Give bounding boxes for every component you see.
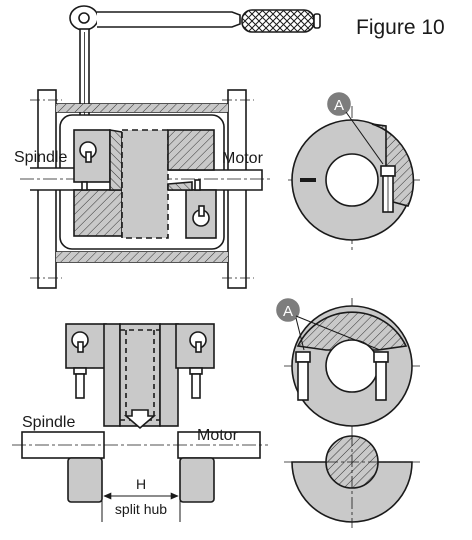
- hub-half-lower-left: [67, 457, 103, 503]
- torque-wrench: [69, 5, 321, 130]
- callout-marker-top: [327, 92, 351, 116]
- split-hub-assembly: [12, 323, 268, 522]
- wrench-handle: [241, 9, 315, 33]
- hub-cross-section-top: [288, 106, 420, 252]
- clamp-screw: [380, 165, 396, 177]
- hub-half-lower-right: [179, 457, 215, 503]
- ring-bore: [325, 153, 379, 207]
- callout-label-top: A: [334, 97, 344, 114]
- label-motor-top: Motor: [222, 150, 264, 167]
- spacer-dashed: [121, 129, 169, 239]
- label-spindle-top: Spindle: [14, 149, 67, 166]
- wrench-ratchet-head: [69, 5, 99, 31]
- label-motor-bottom: Motor: [197, 427, 239, 444]
- label-dimension-h: H: [136, 476, 146, 492]
- down-arrow-icon: [123, 409, 157, 430]
- figure-caption: Figure 10: [356, 16, 445, 39]
- callout-marker-bottom: [276, 298, 300, 322]
- wrench-shaft: [97, 11, 241, 28]
- label-spindle-bottom: Spindle: [22, 414, 75, 431]
- callout-a-top: [327, 92, 384, 165]
- split-ring-sections: [284, 298, 420, 528]
- right-hub-upper: [167, 129, 215, 171]
- label-split-hub: split hub: [115, 501, 167, 517]
- left-hub-lower: [73, 189, 123, 237]
- callout-a-bottom: [276, 298, 381, 351]
- hubs-top: [73, 129, 217, 239]
- callout-label-bottom: A: [283, 303, 293, 320]
